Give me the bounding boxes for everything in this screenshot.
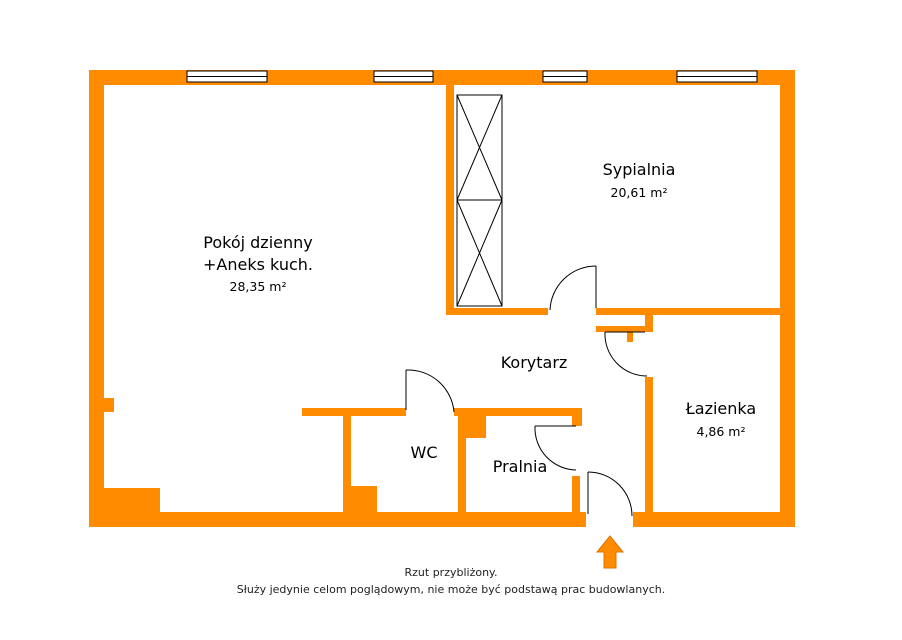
- living-room-label-line2: +Aneks kuch.: [203, 255, 313, 274]
- wall-bath-top: [596, 326, 650, 332]
- wall-wc-laundry: [458, 416, 466, 512]
- bedroom-label: Sypialnia: [603, 160, 676, 179]
- wall-wc-top-b: [454, 408, 582, 416]
- wall-wc-top-c: [572, 408, 582, 426]
- wall-shaft: [458, 416, 486, 438]
- wall-wc-top-a: [302, 408, 406, 416]
- windows: [186, 70, 758, 83]
- living-room-area: 28,35 m²: [230, 279, 287, 294]
- wall-right: [780, 70, 795, 527]
- entrance-arrow-icon: [595, 535, 625, 569]
- wall-bath-upper: [645, 315, 653, 332]
- window: [542, 70, 588, 83]
- bedroom-area: 20,61 m²: [611, 185, 668, 200]
- bathroom-area: 4,86 m²: [697, 424, 746, 439]
- wall-bedroom-bottom-b: [596, 308, 795, 315]
- disclaimer-line2: Służy jedynie celom poglądowym, nie może…: [236, 583, 666, 596]
- wall-corridor-right: [627, 332, 633, 342]
- living-room-label-line1: Pokój dzienny: [203, 233, 312, 252]
- wall-bedroom-bottom-a: [446, 308, 548, 315]
- wall-left: [89, 70, 104, 527]
- wall-laundry-right: [572, 476, 580, 512]
- bathroom-label: Łazienka: [685, 399, 756, 418]
- wall-bottom-left: [89, 512, 586, 527]
- window: [186, 70, 268, 83]
- wall-bottom-right: [633, 512, 795, 527]
- wall-bath-left: [645, 377, 653, 512]
- wall-wc-left: [343, 416, 351, 512]
- door-laundry: [534, 425, 577, 471]
- door-entrance: [587, 471, 633, 517]
- door-wc: [405, 369, 455, 413]
- door-bathroom: [604, 331, 648, 377]
- wardrobe: [456, 94, 503, 307]
- disclaimer-line1: Rzut przybliżony.: [404, 566, 498, 579]
- window: [373, 70, 434, 83]
- window: [676, 70, 758, 83]
- corridor-label: Korytarz: [501, 353, 568, 372]
- wc-label: WC: [411, 443, 438, 462]
- wall-notch: [104, 398, 114, 412]
- wall-bedroom-left: [446, 85, 454, 315]
- room-labels: Pokój dzienny +Aneks kuch. 28,35 m² Sypi…: [203, 160, 756, 476]
- wall-block-left: [104, 488, 160, 512]
- doors: [405, 265, 648, 517]
- wall-wc-block: [351, 486, 377, 512]
- laundry-label: Pralnia: [493, 457, 548, 476]
- walls: [89, 70, 795, 527]
- door-bedroom: [549, 265, 597, 311]
